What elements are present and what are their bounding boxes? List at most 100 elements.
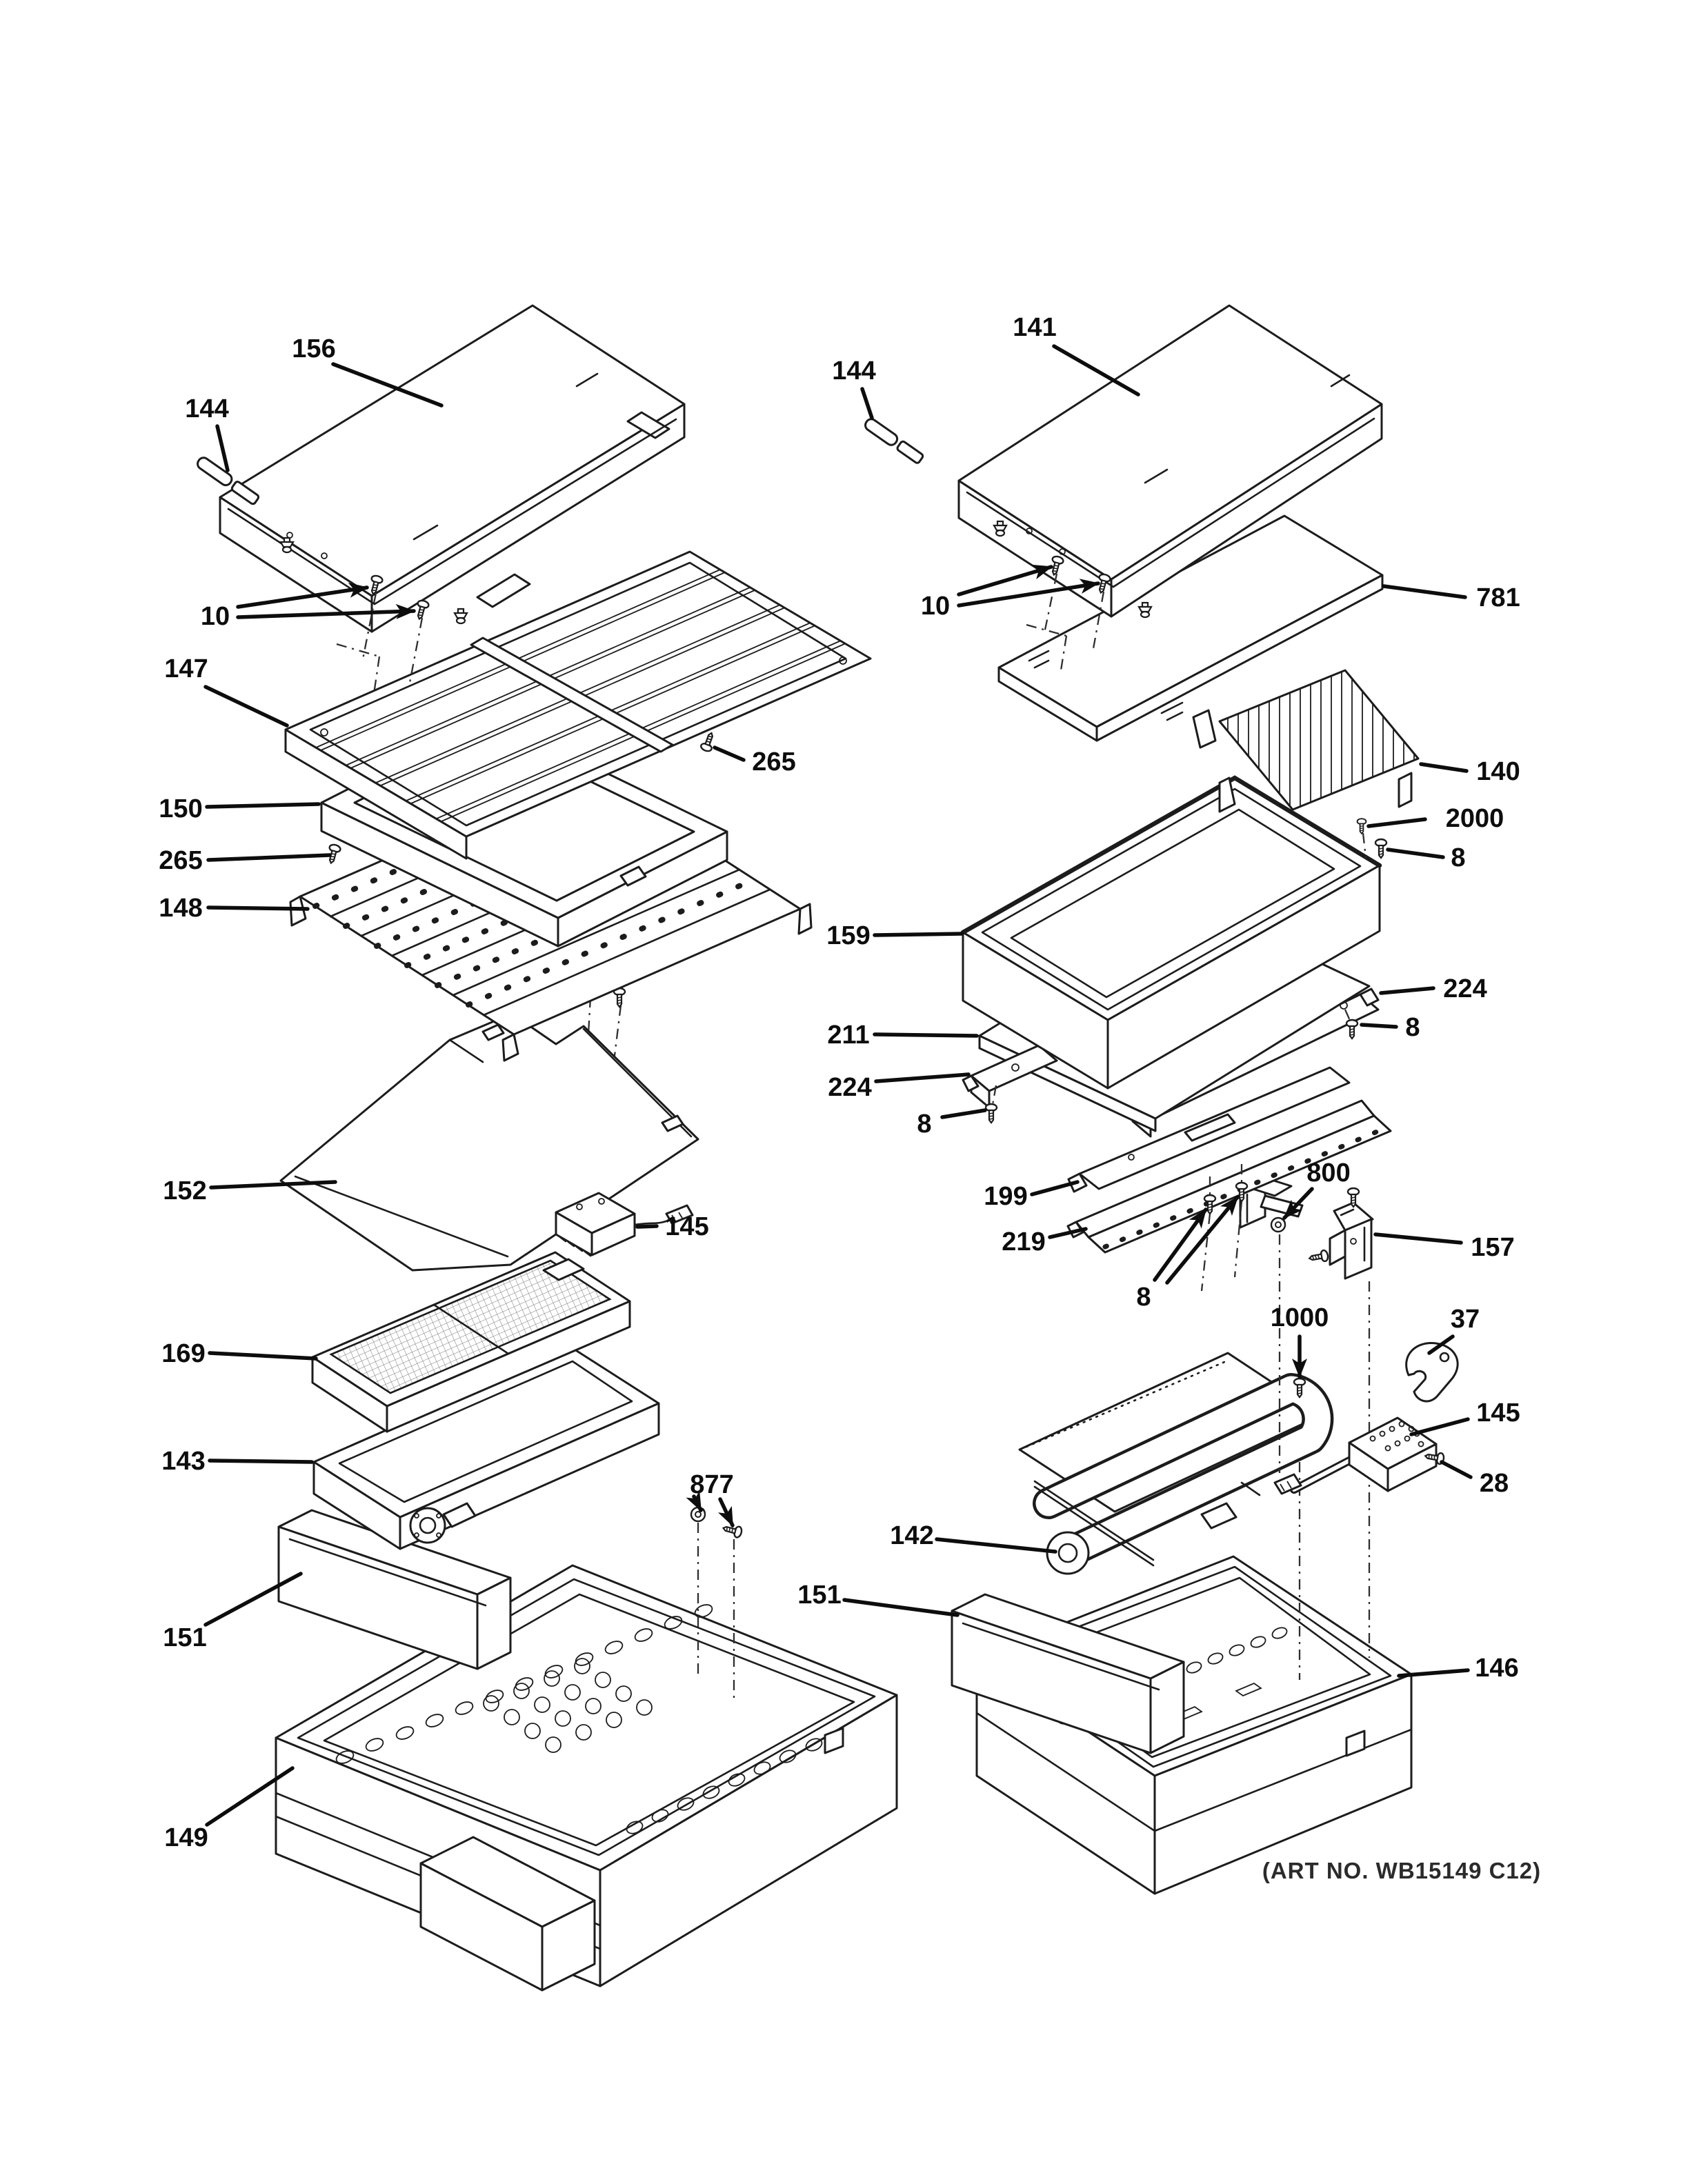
callout-2000-20: 2000 bbox=[1446, 804, 1504, 833]
callout-148-7: 148 bbox=[159, 894, 202, 923]
leader-145-35 bbox=[1409, 1417, 1470, 1436]
leader-149-14 bbox=[205, 1766, 295, 1827]
leader-8-32 bbox=[1165, 1195, 1240, 1285]
callout-224-23: 224 bbox=[1443, 974, 1487, 1003]
left-assembly-grill bbox=[197, 304, 898, 1992]
leader-8-25 bbox=[1360, 1023, 1398, 1029]
leader-199-28 bbox=[1030, 1180, 1080, 1196]
callout-8-21: 8 bbox=[1451, 843, 1465, 872]
part-145-spark-module-right bbox=[1273, 1416, 1446, 1495]
part-156-grill-cover bbox=[219, 304, 686, 694]
leader-142-37 bbox=[935, 1537, 1057, 1554]
leader-877-12 bbox=[686, 1490, 703, 1512]
callout-147-3: 147 bbox=[164, 654, 208, 683]
part-781-griddle-plate bbox=[997, 514, 1384, 742]
part-140-grease-shield bbox=[1192, 669, 1420, 813]
callout-28-36: 28 bbox=[1480, 1469, 1509, 1498]
part-37-clip bbox=[1405, 1342, 1459, 1403]
callout-265-6: 265 bbox=[159, 846, 202, 875]
leader-144-16 bbox=[860, 387, 874, 420]
leader-877-12 bbox=[717, 1497, 735, 1527]
fasteners-2000-8 bbox=[1356, 818, 1388, 859]
callout-150-5: 150 bbox=[159, 794, 202, 823]
leader-8-32 bbox=[1153, 1208, 1208, 1282]
part-169-burner-screen bbox=[311, 1251, 631, 1433]
callout-159-22: 159 bbox=[826, 921, 870, 950]
leader-781-18 bbox=[1382, 584, 1467, 599]
leader-150-5 bbox=[205, 802, 321, 809]
leader-147-3 bbox=[203, 685, 289, 728]
leader-10-17 bbox=[957, 564, 1053, 597]
fasteners-8-mid bbox=[1200, 1164, 1249, 1292]
part-159-griddle-tray bbox=[960, 775, 1382, 1090]
callout-151-38: 151 bbox=[797, 1581, 841, 1610]
part-149-grill-body bbox=[275, 1564, 898, 1992]
callout-8-25: 8 bbox=[1405, 1013, 1420, 1042]
callout-169-10: 169 bbox=[161, 1339, 205, 1368]
fasteners-877 bbox=[690, 1506, 744, 1698]
part-157-bracket bbox=[1307, 1187, 1374, 1280]
callout-219-30: 219 bbox=[1002, 1228, 1045, 1256]
part-199-support-channel bbox=[1067, 1066, 1351, 1193]
leader-219-30 bbox=[1048, 1227, 1088, 1239]
callout-156-0: 156 bbox=[292, 334, 335, 363]
leader-224-23 bbox=[1379, 986, 1435, 995]
callout-199-28: 199 bbox=[984, 1182, 1027, 1211]
part-151-grill-drawer-panel bbox=[277, 1509, 512, 1670]
leader-151-38 bbox=[842, 1598, 960, 1617]
callout-146-39: 146 bbox=[1475, 1654, 1518, 1683]
art-number: (ART NO. WB15149 C12) bbox=[1262, 1858, 1541, 1883]
leader-143-11 bbox=[208, 1459, 314, 1464]
part-224-rail-left bbox=[962, 1044, 1058, 1124]
callout-layer: 1561441014726515026514815214516914387715… bbox=[159, 313, 1520, 1852]
callout-144-16: 144 bbox=[832, 357, 875, 385]
callout-141-15: 141 bbox=[1013, 313, 1056, 342]
callout-8-32: 8 bbox=[1136, 1283, 1151, 1312]
leader-141-15 bbox=[1052, 344, 1140, 397]
leader-2000-20 bbox=[1366, 817, 1427, 828]
leader-159-22 bbox=[873, 932, 964, 937]
callout-140-19: 140 bbox=[1476, 757, 1520, 786]
part-147-grill-grate bbox=[284, 550, 872, 860]
callout-157-31: 157 bbox=[1471, 1233, 1514, 1262]
callout-145-35: 145 bbox=[1476, 1399, 1520, 1427]
leader-265-4 bbox=[713, 745, 746, 762]
callout-145-9: 145 bbox=[665, 1212, 708, 1241]
leader-145-9 bbox=[635, 1224, 659, 1229]
part-143-burner-pan bbox=[312, 1347, 660, 1550]
leader-8-21 bbox=[1386, 848, 1445, 859]
callout-151-13: 151 bbox=[163, 1623, 206, 1652]
perforation-holes bbox=[335, 1604, 823, 1834]
leader-10-2 bbox=[236, 582, 369, 609]
callout-10-17: 10 bbox=[921, 592, 950, 621]
leader-157-31 bbox=[1373, 1232, 1463, 1245]
leader-151-13 bbox=[203, 1572, 303, 1627]
part-142-griddle-burner bbox=[1018, 1352, 1334, 1575]
leader-265-6 bbox=[206, 853, 332, 862]
right-assembly-griddle bbox=[864, 304, 1459, 1895]
leader-211-24 bbox=[873, 1032, 979, 1038]
gas-valve bbox=[409, 1502, 477, 1544]
part-141-griddle-cover bbox=[957, 304, 1383, 671]
leader-144-1 bbox=[215, 424, 230, 472]
callout-152-8: 152 bbox=[163, 1176, 206, 1205]
callout-144-1: 144 bbox=[185, 394, 228, 423]
leader-37-34 bbox=[1427, 1334, 1455, 1355]
callout-10-2: 10 bbox=[201, 602, 230, 631]
leader-169-10 bbox=[208, 1351, 318, 1361]
leader-10-2 bbox=[236, 603, 416, 619]
part-145-igniter-body-left bbox=[555, 1192, 694, 1257]
callout-1000-33: 1000 bbox=[1271, 1303, 1329, 1332]
callout-143-11: 143 bbox=[161, 1447, 205, 1476]
leader-140-19 bbox=[1419, 762, 1469, 773]
leader-156-0 bbox=[331, 362, 444, 408]
leader-152-8 bbox=[209, 1180, 337, 1190]
leader-224-26 bbox=[874, 1072, 971, 1083]
part-144-cleaning-rod-left bbox=[197, 457, 260, 505]
leader-10-17 bbox=[957, 579, 1100, 608]
leader-146-39 bbox=[1397, 1668, 1470, 1678]
callout-142-37: 142 bbox=[890, 1521, 933, 1550]
leader-28-36 bbox=[1440, 1460, 1473, 1479]
leader-148-7 bbox=[206, 905, 310, 911]
